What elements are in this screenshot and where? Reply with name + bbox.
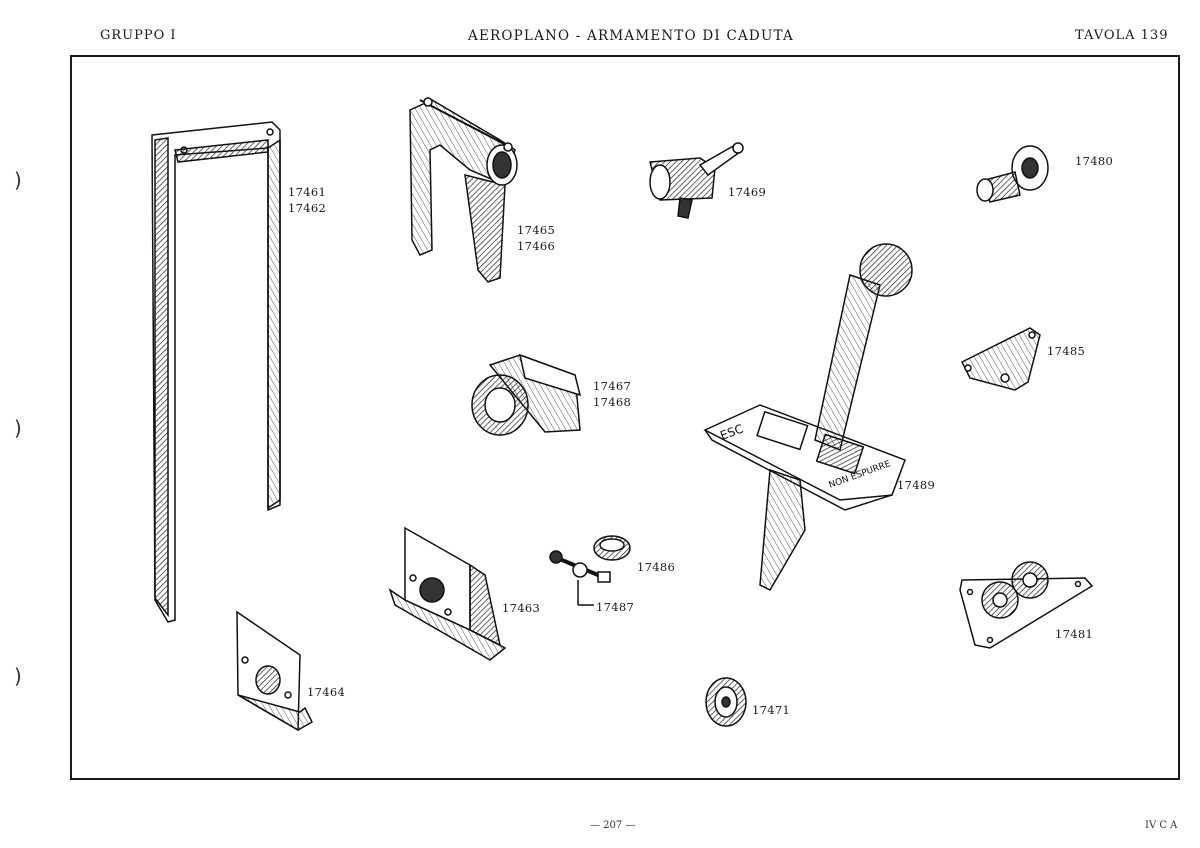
part-number: 17471 <box>752 703 791 717</box>
part-number: 17489 <box>897 478 936 492</box>
part-small-bracket-17464 <box>236 610 313 732</box>
part-number: 17480 <box>1075 154 1114 168</box>
part-label: 17461 17462 <box>288 184 326 216</box>
part-triangle-plate-17485 <box>960 327 1041 391</box>
part-label: 17485 <box>1047 343 1085 359</box>
part-lever-clamp-17469 <box>649 142 744 219</box>
part-release-lever-17489: ESC NON ESPURRE <box>703 243 913 591</box>
part-bolt-clamp-17486 <box>549 535 631 606</box>
part-label: 17487 <box>596 599 634 615</box>
part-pulley-wheel-17471 <box>705 677 747 727</box>
part-number: 17485 <box>1047 344 1086 358</box>
part-label: 17464 <box>307 684 345 700</box>
part-label: 17480 <box>1075 153 1113 169</box>
part-label: 17463 <box>502 600 540 616</box>
header-left: GRUPPO I <box>100 28 177 43</box>
part-label: 17481 <box>1055 626 1093 642</box>
header-plate-number: TAVOLA 139 <box>1075 28 1169 43</box>
part-number: 17469 <box>728 185 767 199</box>
part-number: 17467 <box>593 379 632 393</box>
part-label: 17489 <box>897 477 935 493</box>
part-label: 17465 17466 <box>517 222 555 254</box>
part-number: 17486 <box>637 560 676 574</box>
part-box-clamp-17467 <box>471 353 582 436</box>
part-double-pulley-17481 <box>959 561 1094 649</box>
part-label: 17469 <box>728 184 766 200</box>
part-number: 17463 <box>502 601 541 615</box>
punch-hole-mark: ) <box>14 664 22 688</box>
page-number: — 207 — <box>590 820 636 831</box>
footer-code: IV C A <box>1145 820 1178 831</box>
part-number: 17466 <box>517 239 556 253</box>
part-label: 17467 17468 <box>593 378 631 410</box>
part-pulley-17480 <box>976 145 1049 203</box>
header-title: AEROPLANO - ARMAMENTO DI CADUTA <box>468 28 794 44</box>
part-label: 17486 <box>637 559 675 575</box>
part-number: 17468 <box>593 395 632 409</box>
punch-hole-mark: ) <box>14 168 22 192</box>
illustration-frame <box>70 55 1180 780</box>
part-number: 17487 <box>596 600 635 614</box>
part-bracket-17465 <box>409 97 518 283</box>
part-number: 17465 <box>517 223 556 237</box>
part-label: 17471 <box>752 702 790 718</box>
part-number: 17462 <box>288 201 327 215</box>
part-number: 17481 <box>1055 627 1094 641</box>
part-number: 17461 <box>288 185 327 199</box>
part-angle-bracket-17463 <box>388 526 507 661</box>
part-number: 17464 <box>307 685 346 699</box>
punch-hole-mark: ) <box>14 416 22 440</box>
part-frame-17461 <box>151 121 281 623</box>
